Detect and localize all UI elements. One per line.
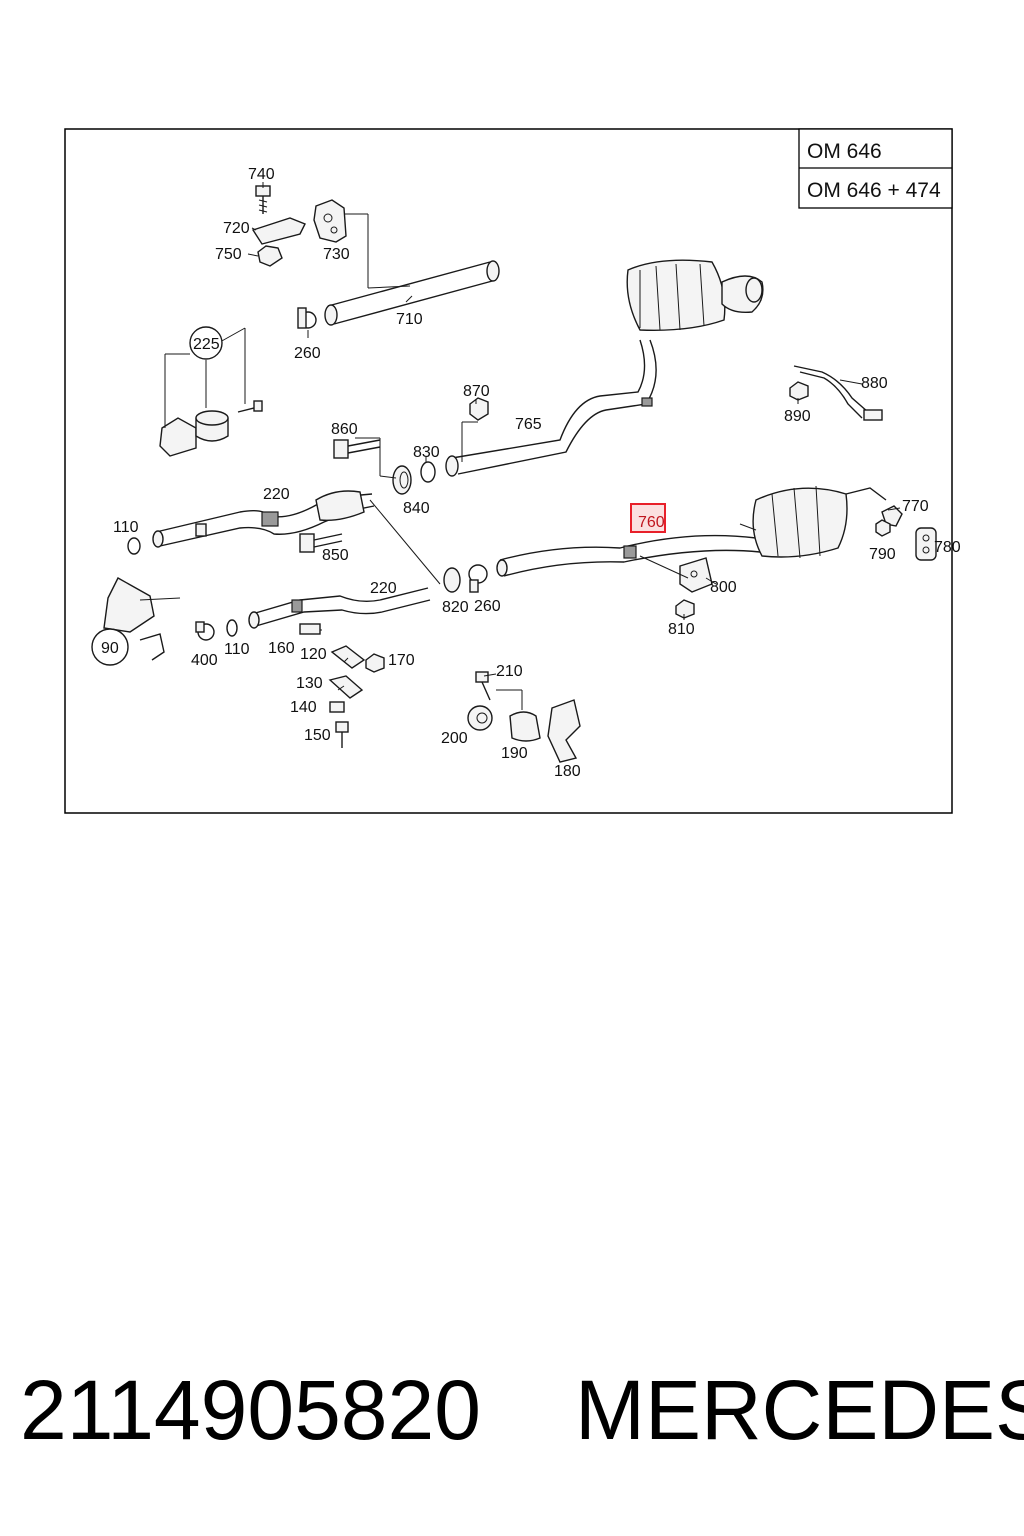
plate-720-icon	[251, 217, 306, 245]
clip-160-icon	[299, 623, 321, 635]
callout-830[interactable]: 830	[413, 444, 440, 461]
callout-225-circle	[189, 326, 223, 360]
clamp-260-lower-icon	[468, 564, 488, 593]
bracket-800-icon	[679, 557, 713, 593]
nut-170-icon	[365, 653, 385, 673]
callout-190[interactable]: 190	[501, 745, 528, 762]
legend-row-1: OM 646	[807, 140, 882, 163]
diagram-frame	[64, 128, 953, 814]
callout-labels: 740 720 750 730 710 260 225 870 765 860 …	[101, 166, 961, 780]
callout-400[interactable]: 400	[191, 652, 218, 669]
engine-legend: OM 646 OM 646 + 474	[798, 128, 953, 209]
callout-110-upper[interactable]: 110	[113, 519, 139, 536]
callout-820[interactable]: 820	[442, 599, 469, 616]
callout-260-lower[interactable]: 260	[474, 598, 501, 615]
clamp-120-icon	[330, 645, 366, 669]
bolt-210-icon	[475, 671, 491, 701]
washer-140-icon	[329, 701, 345, 713]
callout-800[interactable]: 800	[710, 579, 737, 596]
callout-220-upper[interactable]: 220	[263, 486, 290, 503]
gasket-840-icon	[392, 465, 412, 495]
callout-120[interactable]: 120	[300, 646, 327, 663]
callout-850[interactable]: 850	[322, 547, 349, 564]
callout-225[interactable]: 225	[193, 336, 220, 353]
ring-830-icon	[420, 461, 436, 483]
hanger-880-icon	[793, 365, 883, 421]
clamp-400-icon	[195, 621, 215, 641]
nut-810-icon	[675, 599, 695, 619]
callout-750[interactable]: 750	[215, 246, 242, 263]
callout-760[interactable]: 760	[638, 514, 665, 531]
callout-730[interactable]: 730	[323, 246, 350, 263]
clamp-130-icon	[328, 675, 364, 699]
bracket-180-icon	[547, 699, 581, 763]
callout-170[interactable]: 170	[388, 652, 415, 669]
rubber-mount-780-icon	[915, 527, 937, 561]
callout-220-lower[interactable]: 220	[370, 580, 397, 597]
callout-200[interactable]: 200	[441, 730, 468, 747]
brand-name: MERCEDES	[575, 1363, 1024, 1457]
leader-lines	[139, 182, 901, 710]
callout-890[interactable]: 890	[784, 408, 811, 425]
nut-890-icon	[789, 381, 809, 401]
front-pipe-220-upper-icon	[152, 490, 375, 548]
callout-810[interactable]: 810	[668, 621, 695, 638]
callout-760-highlight	[630, 503, 666, 533]
nut-870-icon	[469, 397, 489, 421]
callout-780[interactable]: 780	[934, 539, 961, 556]
callout-160[interactable]: 160	[268, 640, 295, 657]
callout-720[interactable]: 720	[223, 220, 250, 237]
bolt-860-icon	[333, 439, 381, 459]
ring-110-lower-icon	[226, 619, 238, 637]
middle-pipe-760-icon	[496, 534, 761, 577]
bolt-150-icon	[335, 721, 349, 748]
callout-740[interactable]: 740	[248, 166, 275, 183]
front-pipe-220-lower-icon	[248, 587, 431, 629]
mount-225-icon	[159, 400, 263, 457]
nut-790-icon	[875, 519, 891, 537]
callout-880[interactable]: 880	[861, 375, 888, 392]
callout-770[interactable]: 770	[902, 498, 929, 515]
callout-150[interactable]: 150	[304, 727, 331, 744]
callout-870[interactable]: 870	[463, 383, 490, 400]
callout-110-lower[interactable]: 110	[224, 641, 250, 658]
clamp-260-top-icon	[297, 307, 317, 329]
part-number: 2114905820	[20, 1363, 481, 1457]
callout-90-circle	[91, 628, 129, 666]
legend-row-2: OM 646 + 474	[807, 179, 941, 202]
callout-790[interactable]: 790	[869, 546, 896, 563]
callout-710[interactable]: 710	[396, 311, 423, 328]
callout-210[interactable]: 210	[496, 663, 523, 680]
gasket-820-icon	[443, 567, 461, 593]
callout-765[interactable]: 765	[515, 416, 542, 433]
nut-750-icon	[257, 245, 283, 267]
rear-silencer-upper-icon	[626, 259, 764, 331]
rubber-190-icon	[509, 711, 541, 742]
footer-caption: 2114905820 MERCEDES	[0, 1360, 1024, 1480]
pipe-765-icon	[445, 339, 657, 477]
callout-130[interactable]: 130	[296, 675, 323, 692]
bolt-850-icon	[299, 533, 343, 553]
bracket-730-icon	[313, 199, 347, 243]
ring-110-upper-icon	[127, 537, 141, 555]
callout-260-top[interactable]: 260	[294, 345, 321, 362]
pipe-710-icon	[324, 260, 500, 326]
callout-140[interactable]: 140	[290, 699, 317, 716]
callout-180[interactable]: 180	[554, 763, 581, 780]
callout-840[interactable]: 840	[403, 500, 430, 517]
rear-silencer-lower-icon	[752, 485, 887, 559]
callout-90[interactable]: 90	[101, 640, 119, 657]
mount-200-icon	[467, 705, 493, 731]
bracket-90-icon	[103, 577, 165, 661]
callout-860[interactable]: 860	[331, 421, 358, 438]
